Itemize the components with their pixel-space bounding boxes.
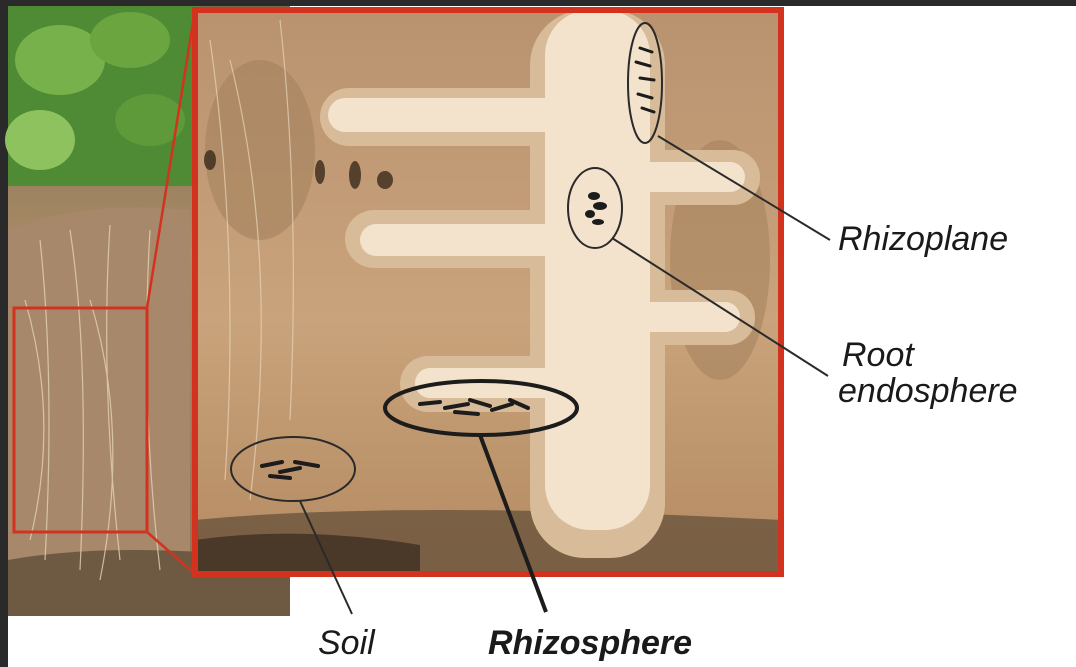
root-endosphere-label-line2: endosphere — [838, 374, 1018, 408]
top-border — [0, 0, 1076, 6]
zoom-panel — [195, 10, 781, 574]
left-border — [0, 0, 8, 667]
rhizoplane-label: Rhizoplane — [838, 222, 1008, 256]
root-endosphere-label-line1: Root — [842, 338, 914, 372]
rhizosphere-label: Rhizosphere — [488, 626, 692, 660]
soil-label: Soil — [318, 626, 375, 660]
